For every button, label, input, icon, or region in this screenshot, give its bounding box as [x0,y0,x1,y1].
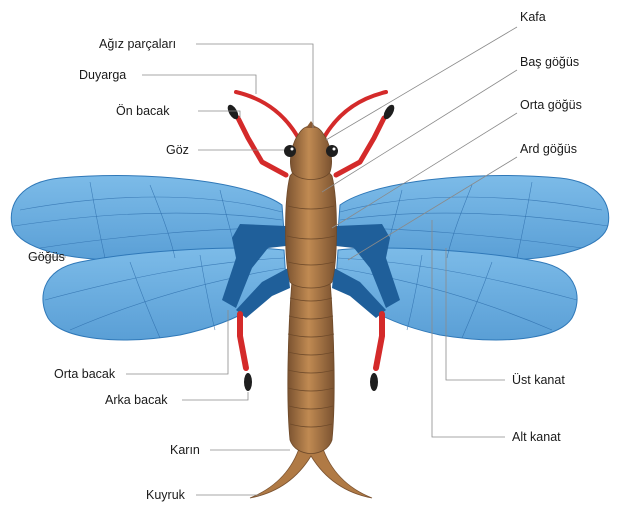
label-orta-bacak: Orta bacak [54,367,116,381]
left-eye [284,145,296,157]
label-ard-gogus: Ard göğüs [520,142,577,156]
label-goz: Göz [166,143,189,157]
label-kafa: Kafa [520,10,546,24]
label-ust-kanat: Üst kanat [512,373,565,387]
label-gogus: Göğüs [28,250,65,264]
label-orta-gogus: Orta göğüs [520,98,582,112]
thorax [286,169,337,289]
abdomen [288,280,334,454]
label-arka-bacak: Arka bacak [105,393,168,407]
label-bas-gogus: Baş göğüs [520,55,579,69]
label-karin: Karın [170,443,200,457]
label-kuyruk: Kuyruk [146,488,186,502]
label-on-bacak: Ön bacak [116,104,170,118]
label-alt-kanat: Alt kanat [512,430,561,444]
label-agiz-parcalari: Ağız parçaları [99,37,176,51]
insect-body [250,121,372,498]
right-eye [326,145,338,157]
label-duyarga: Duyarga [79,68,126,82]
